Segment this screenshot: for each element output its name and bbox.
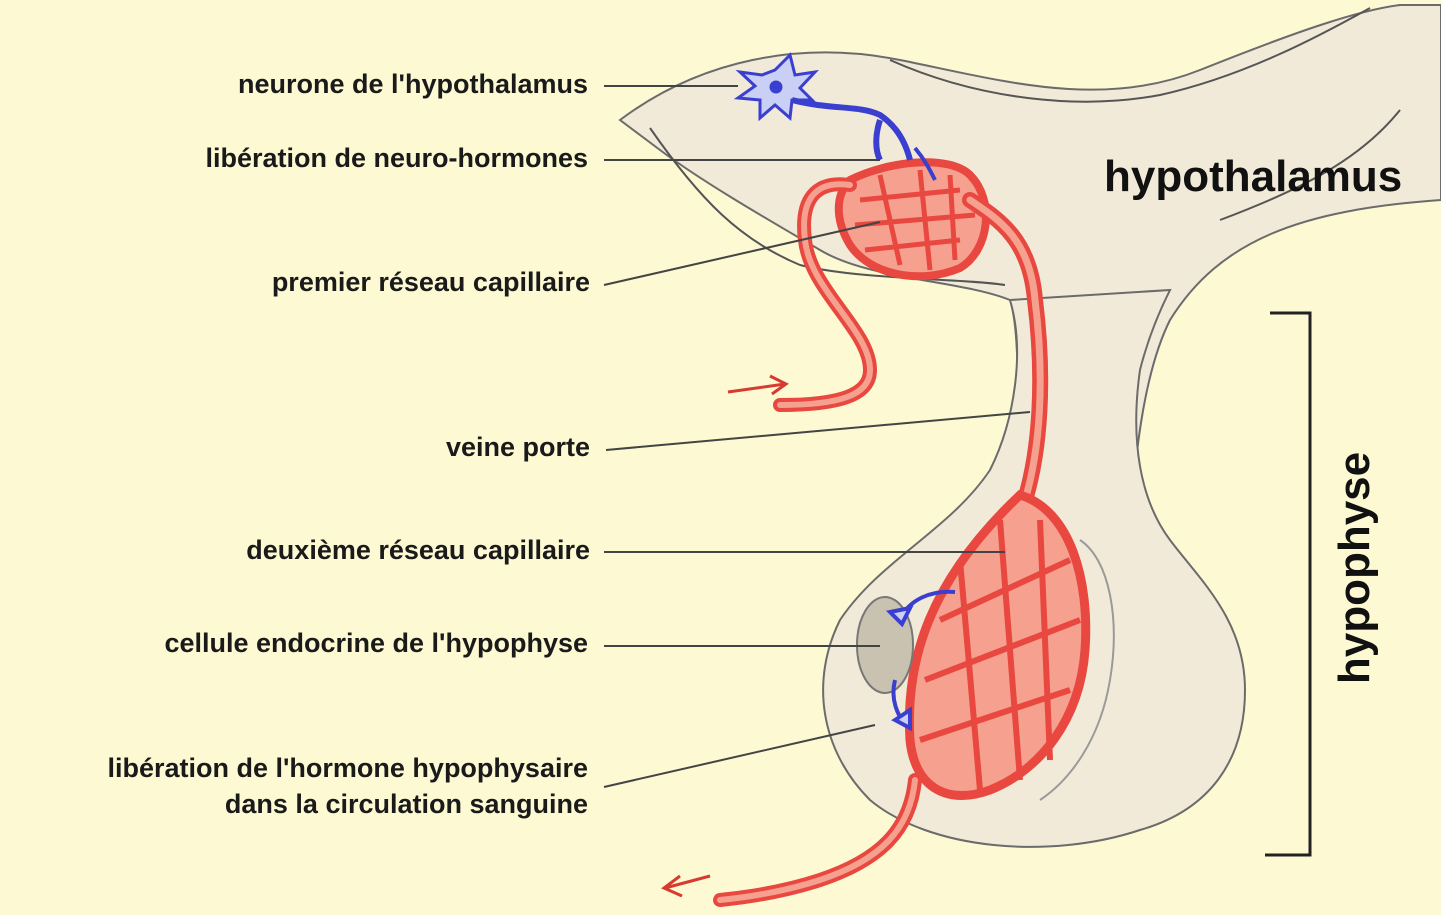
label-first-capillary: premier réseau capillaire bbox=[272, 264, 590, 300]
flow-arrow-in bbox=[728, 376, 786, 394]
label-portal-vein: veine porte bbox=[446, 429, 590, 465]
first-capillary-network bbox=[839, 162, 986, 276]
label-release-neurohormones: libération de neuro-hormones bbox=[205, 140, 588, 176]
label-endocrine-cell: cellule endocrine de l'hypophyse bbox=[164, 625, 588, 661]
label-neuron: neurone de l'hypothalamus bbox=[238, 66, 588, 102]
region-label-hypophyse: hypophyse bbox=[1330, 452, 1380, 684]
label-release-line1: libération de l'hormone hypophysaire bbox=[107, 750, 588, 786]
flow-arrow-out bbox=[664, 876, 710, 896]
hypophyse-bracket bbox=[1265, 313, 1310, 855]
label-second-capillary: deuxième réseau capillaire bbox=[246, 532, 590, 568]
region-label-hypothalamus: hypothalamus bbox=[1104, 152, 1402, 202]
label-release-line2: dans la circulation sanguine bbox=[225, 786, 588, 822]
